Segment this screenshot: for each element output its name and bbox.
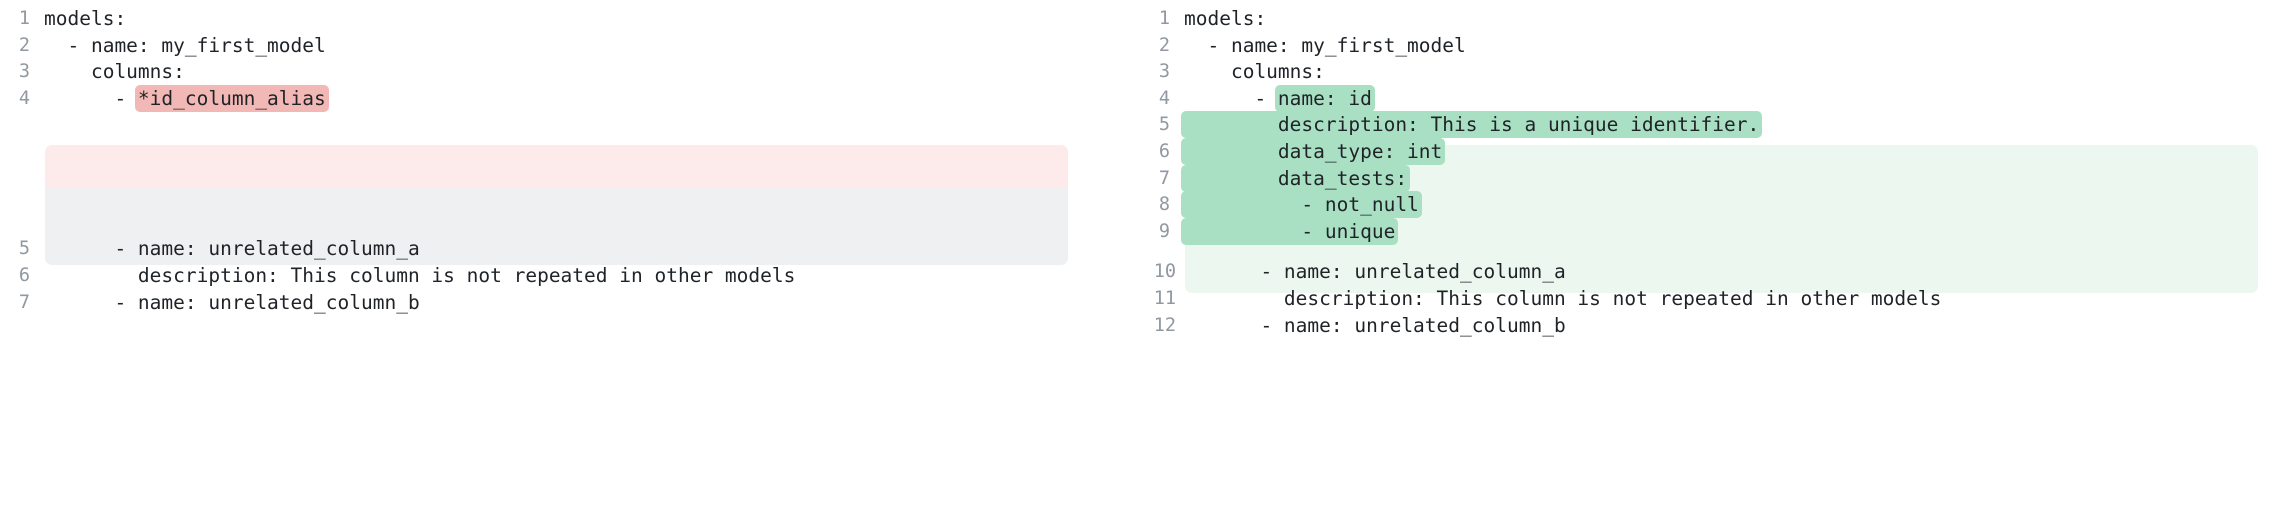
line-number: 10 — [1153, 261, 1176, 283]
code-line: models: — [1184, 6, 2278, 33]
code-text: - name: my_first_model — [1184, 33, 1466, 57]
code-text: - name: unrelated_column_b — [1190, 313, 1566, 337]
line-number: 5 — [18, 238, 30, 260]
line-number: 7 — [1158, 167, 1170, 189]
collapsed-region-spacer — [0, 178, 1090, 200]
code-row[interactable]: 6 description: This column is not repeat… — [0, 263, 1090, 290]
code-text: - name: unrelated_column_a — [44, 237, 420, 261]
code-row-added[interactable]: 5 description: This is a unique identifi… — [1140, 111, 2278, 139]
line-number: 1 — [18, 8, 30, 29]
code-text: columns: — [1184, 60, 1325, 84]
line-number: 6 — [1158, 140, 1170, 162]
code-row-added[interactable]: 6 data_type: int — [1140, 137, 2278, 166]
line-number: 5 — [1158, 114, 1170, 136]
code-text: description: This column is not repeated… — [44, 263, 796, 287]
line-number: 4 — [1158, 87, 1170, 109]
added-token: - not_null — [1181, 191, 1422, 219]
code-text-prefix: - — [1184, 86, 1278, 110]
line-number: 7 — [18, 291, 30, 313]
added-token: data_type: int — [1181, 137, 1446, 165]
code-line: description: This column is not repeated… — [44, 263, 1090, 290]
added-token: name: id — [1274, 84, 1375, 112]
line-number: 3 — [18, 61, 30, 83]
code-text: columns: — [44, 60, 185, 84]
line-number: 12 — [1153, 314, 1176, 336]
code-line: columns: — [1184, 59, 2278, 86]
code-line: - name: my_first_model — [44, 33, 1090, 60]
code-row[interactable]: 11 description: This column is not repea… — [1140, 286, 2278, 313]
before-code-panel: 1 models: 2 - name: my_first_model 3 col… — [0, 0, 1090, 528]
code-row[interactable]: 3 columns: — [0, 59, 1090, 86]
removed-token: *id_column_alias — [134, 84, 329, 112]
code-row-added[interactable]: 7 data_tests: — [1140, 164, 2278, 193]
code-line: - name: unrelated_column_a — [1190, 259, 2278, 286]
code-line: - name: id — [1184, 84, 2278, 113]
code-row[interactable]: 10 - name: unrelated_column_a — [1140, 259, 2278, 286]
added-token: - unique — [1181, 217, 1399, 245]
code-line: - name: my_first_model — [1184, 33, 2278, 60]
code-text: - name: unrelated_column_b — [44, 290, 420, 314]
collapsed-region-spacer — [0, 200, 1090, 222]
code-row[interactable]: 5 - name: unrelated_column_a — [0, 236, 1090, 263]
code-row-added[interactable]: 8 - not_null — [1140, 191, 2278, 219]
line-number: 6 — [18, 264, 30, 286]
code-row[interactable]: 1 models: — [0, 6, 1090, 33]
added-token: data_tests: — [1181, 164, 1411, 192]
code-line: data_tests: — [1181, 164, 2278, 193]
line-number: 2 — [1158, 34, 1170, 56]
code-line: - name: unrelated_column_b — [44, 290, 1090, 317]
before-code-lines: 1 models: 2 - name: my_first_model 3 col… — [0, 0, 1090, 316]
after-code-panel: 1 models: 2 - name: my_first_model 3 col… — [1140, 0, 2278, 528]
after-code-lines: 1 models: 2 - name: my_first_model 3 col… — [1140, 0, 2278, 339]
code-line: description: This column is not repeated… — [1190, 286, 2278, 313]
line-number: 2 — [18, 34, 30, 56]
code-row-added[interactable]: 9 - unique — [1140, 217, 2278, 246]
code-row[interactable]: 3 columns: — [1140, 59, 2278, 86]
code-line: - name: unrelated_column_a — [44, 236, 1090, 263]
code-row[interactable]: 2 - name: my_first_model — [1140, 33, 2278, 60]
code-row-added[interactable]: 4 - name: id — [1140, 84, 2278, 113]
code-row[interactable]: 12 - name: unrelated_column_b — [1140, 313, 2278, 340]
collapsed-region-spacer — [0, 134, 1090, 156]
code-line: - not_null — [1181, 191, 2278, 219]
line-number: 3 — [1158, 61, 1170, 83]
code-row[interactable]: 2 - name: my_first_model — [0, 33, 1090, 60]
line-number: 4 — [18, 87, 30, 109]
code-text: description: This column is not repeated… — [1190, 286, 1942, 310]
code-line: models: — [44, 6, 1090, 33]
collapsed-region-spacer — [0, 112, 1090, 134]
code-text: models: — [1184, 7, 1267, 30]
code-line: - unique — [1181, 217, 2278, 246]
code-row[interactable]: 1 models: — [1140, 6, 2278, 33]
code-line: - *id_column_alias — [44, 84, 1090, 113]
block-gap — [1140, 245, 2278, 259]
line-number: 9 — [1158, 220, 1170, 242]
line-number: 11 — [1153, 287, 1176, 309]
code-text: - name: my_first_model — [44, 33, 326, 57]
code-row[interactable]: 7 - name: unrelated_column_b — [0, 290, 1090, 317]
line-number: 8 — [1158, 194, 1170, 216]
code-line: - name: unrelated_column_b — [1190, 313, 2278, 340]
code-line: data_type: int — [1181, 137, 2278, 166]
code-row-removed[interactable]: 4 - *id_column_alias — [0, 84, 1090, 113]
code-text-prefix: - — [44, 86, 138, 110]
block-gap — [0, 222, 1090, 236]
code-text: models: — [44, 7, 127, 30]
line-number: 1 — [1158, 8, 1170, 29]
collapsed-region-spacer — [0, 156, 1090, 178]
code-text: - name: unrelated_column_a — [1190, 260, 1566, 284]
code-line: columns: — [44, 59, 1090, 86]
added-token: description: This is a unique identifier… — [1181, 111, 1763, 139]
code-line: description: This is a unique identifier… — [1181, 111, 2278, 139]
